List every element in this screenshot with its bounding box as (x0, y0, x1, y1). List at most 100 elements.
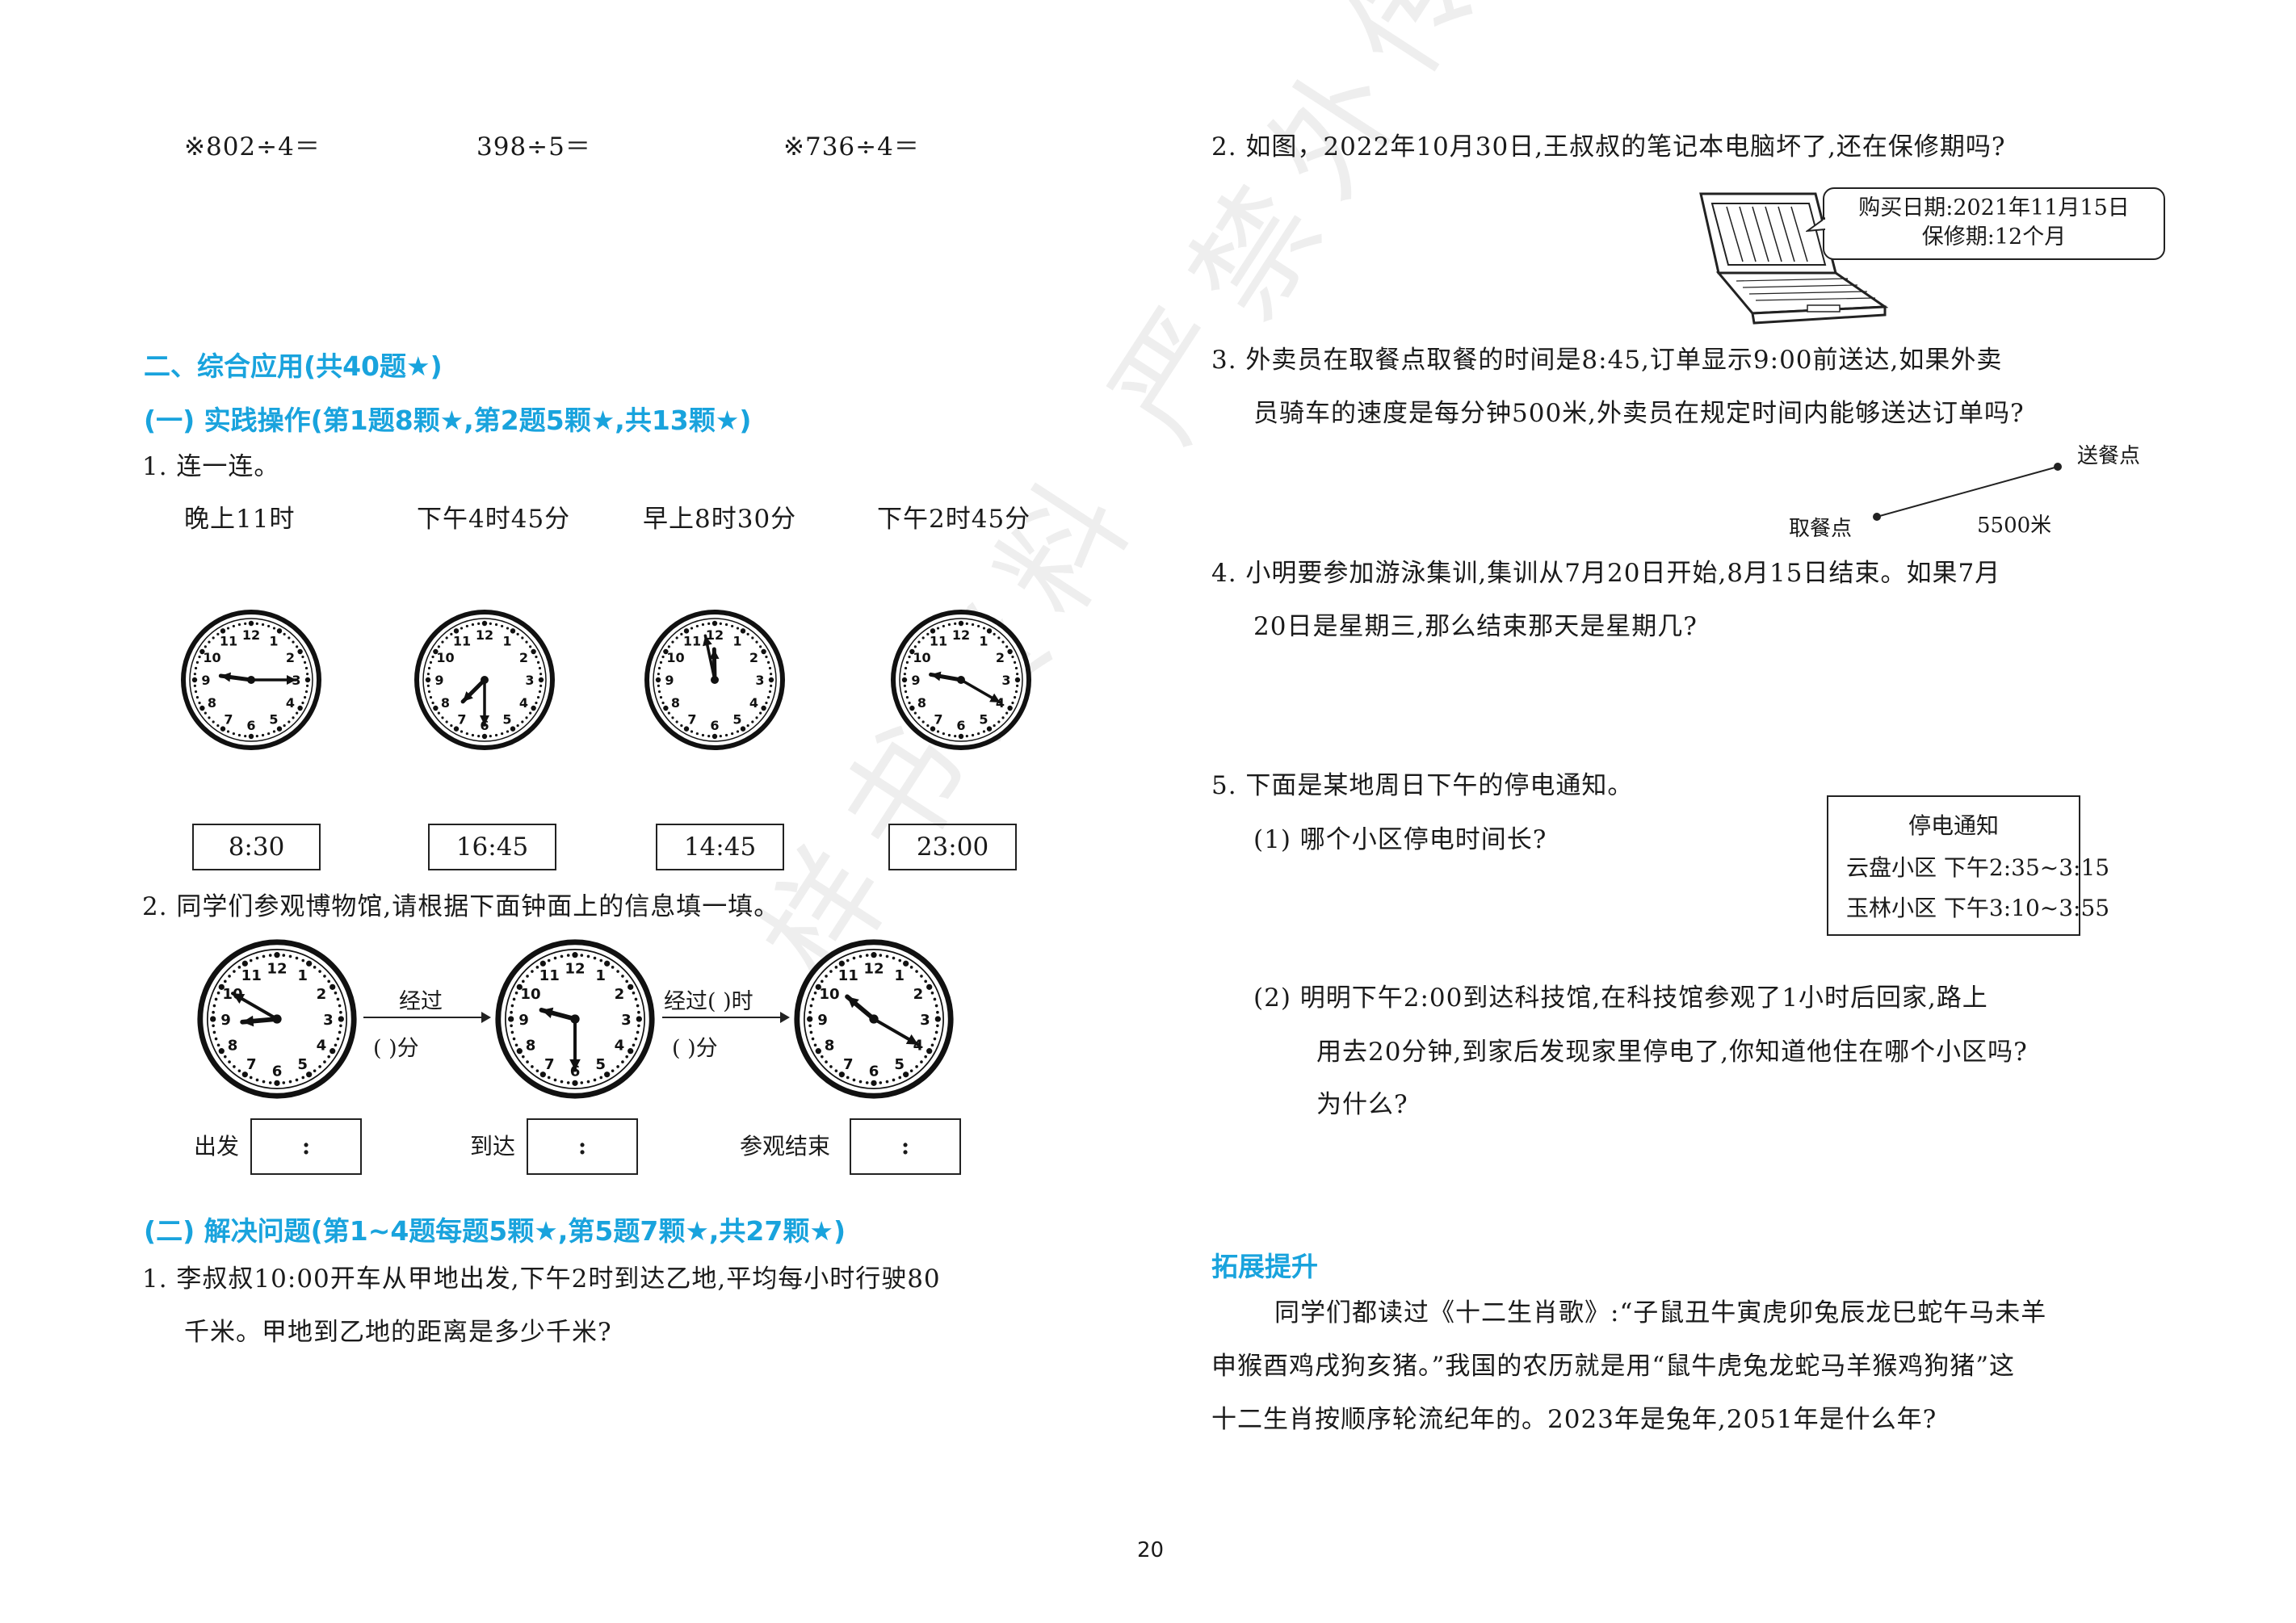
clock-tick (199, 705, 205, 711)
clock-tick (334, 1043, 338, 1047)
clock-tick (724, 733, 728, 737)
clock-tick (241, 960, 248, 967)
clock-numeral: 10 (666, 650, 684, 665)
clock-tick (267, 624, 271, 628)
clock-numeral: 5 (732, 711, 741, 727)
arrive-time-box[interactable]: : (527, 1118, 638, 1175)
clock-numeral: 8 (208, 695, 216, 711)
r-q5-sub2-line1: (2) 明明下午2:00到达科技馆,在科技馆参观了1小时后回家,路上 (1253, 983, 1988, 1013)
clock-tick (811, 1037, 815, 1041)
clock-tick (759, 711, 762, 715)
clock-tick (954, 735, 957, 738)
clock-tick (465, 624, 468, 628)
clock-tick (261, 623, 265, 627)
clock-tick (611, 1069, 615, 1072)
clock-tick (516, 724, 519, 728)
clock-tick (441, 716, 444, 719)
arrow1-bottom: ( )分 (373, 1036, 419, 1061)
clock-numeral: 4 (749, 695, 758, 711)
clock-tick (566, 954, 570, 957)
clock-tick (304, 666, 309, 670)
clock-inner-ring (899, 618, 1023, 742)
clock-numeral: 11 (539, 967, 560, 984)
clock-tick (632, 991, 636, 995)
clock-tick (441, 640, 444, 644)
clock-tick (512, 1037, 516, 1041)
clock-tick (661, 655, 665, 659)
clock-tick (255, 956, 259, 960)
clock-tick (934, 1016, 941, 1022)
clock-tick (292, 716, 295, 719)
clock-tick (274, 1080, 280, 1086)
clock-tick (604, 960, 611, 967)
clock-numeral: 2 (615, 986, 625, 1003)
time-box: 23:00 (888, 824, 1017, 870)
clock-tick (232, 732, 235, 736)
minute-hand-tip (233, 993, 246, 1004)
clock-tick (599, 958, 603, 962)
clock-numeral: 3 (323, 1012, 334, 1029)
clock-tick (218, 1048, 225, 1055)
clock-tick (954, 622, 957, 625)
clock-tick (193, 684, 196, 687)
clock-numeral: 11 (453, 634, 471, 649)
clock-tick (846, 1076, 850, 1080)
clock-tick (909, 648, 915, 655)
clock-tick (244, 622, 247, 625)
clock-tick (276, 726, 283, 732)
clock-tick (288, 1080, 292, 1084)
clock-tick (628, 1048, 634, 1055)
clock-tick (304, 690, 309, 694)
clock-tick (510, 726, 516, 732)
clock-numeral: 10 (819, 986, 839, 1003)
clock-center (711, 676, 719, 684)
r-q3-line1: 3. 外卖员在取餐点取餐的时间是8:45,订单显示9:00前送达,如果外卖 (1211, 346, 2003, 375)
end-time-box[interactable]: : (850, 1118, 961, 1175)
clock-numeral: 9 (911, 673, 920, 688)
clock-numeral: 2 (317, 986, 327, 1003)
clock-tick (437, 645, 440, 648)
minute-hand-tip (480, 715, 489, 725)
q1-label-3: 早上8时30分 (643, 505, 797, 534)
clock-tick (535, 701, 538, 705)
clock-tick (1013, 696, 1017, 699)
clock-tick (766, 696, 770, 699)
clock-tick (212, 1030, 216, 1034)
clock-tick (657, 666, 661, 670)
clock-numeral: 6 (246, 718, 255, 733)
clock-numeral: 10 (436, 650, 454, 665)
clock-tick (241, 1072, 248, 1078)
clock-tick (204, 711, 207, 715)
clock-tick (834, 966, 838, 969)
clock-tick (865, 954, 869, 957)
clock-tick (663, 705, 669, 711)
clock-numeral: 3 (1001, 673, 1010, 688)
clock-tick (481, 620, 488, 627)
clock-numeral: 12 (952, 627, 970, 643)
clock-tick (707, 735, 711, 738)
clock-numeral: 5 (502, 711, 511, 727)
clock-tick (663, 648, 669, 655)
time-box: 8:30 (192, 824, 321, 870)
start-time-box[interactable]: : (250, 1118, 362, 1175)
clock-tick (1011, 701, 1014, 705)
clock-tick (489, 622, 492, 625)
hour-hand-tip (930, 671, 942, 681)
q1-prompt: 1. 连一连。 (142, 452, 280, 481)
clock-tick (536, 661, 540, 664)
clock-tick (636, 1004, 640, 1008)
clock-tick (871, 1080, 877, 1086)
clock-tick (453, 628, 460, 634)
hour-hand-tip (541, 1007, 554, 1018)
clock-tick (445, 636, 448, 640)
clock-tick (661, 701, 665, 705)
clock-tick (731, 624, 734, 628)
clock-numeral: 7 (544, 1056, 555, 1073)
clock-numeral: 6 (869, 1063, 879, 1080)
route-line (1873, 463, 2062, 521)
notice-title: 停电通知 (1908, 812, 1999, 839)
notice-row-1: 云盘小区 下午2:35~3:15 (1846, 854, 2110, 881)
clock-tick (306, 684, 309, 687)
clock-tick (593, 1078, 597, 1082)
